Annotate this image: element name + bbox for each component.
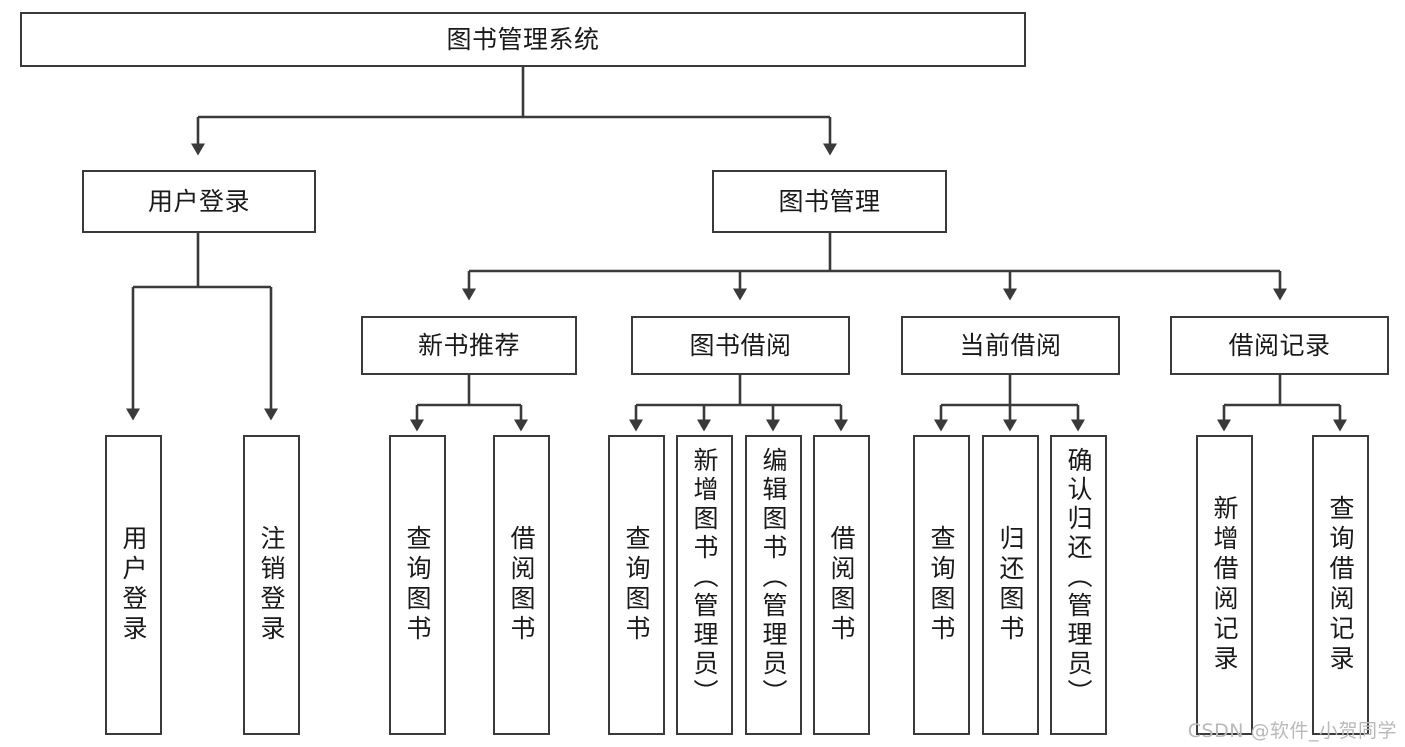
leaf-query-book-3-label: 查询图书: [927, 525, 956, 645]
node-borrow-record[interactable]: 借阅记录: [1170, 316, 1389, 375]
leaf-logout-login[interactable]: 注销登录: [243, 435, 300, 735]
leaf-return-book-label: 归还图书: [996, 525, 1025, 645]
node-new-book-rec[interactable]: 新书推荐: [361, 316, 577, 375]
node-user-login[interactable]: 用户登录: [82, 170, 316, 233]
node-book-borrow-label: 图书借阅: [689, 330, 792, 360]
node-root-label: 图书管理系统: [446, 24, 600, 54]
leaf-edit-book[interactable]: 编辑图书（管理员）: [745, 435, 802, 735]
leaf-return-book[interactable]: 归还图书: [982, 435, 1039, 735]
csdn-watermark: CSDN @软件_小贺同学: [1187, 720, 1397, 742]
leaf-confirm-return[interactable]: 确认归还（管理员）: [1050, 435, 1107, 735]
leaf-logout-login-label: 注销登录: [257, 525, 286, 645]
leaf-query-book-1-label: 查询图书: [403, 525, 432, 645]
node-current-borrow[interactable]: 当前借阅: [901, 316, 1120, 375]
leaf-borrow-book-1-label: 借阅图书: [507, 525, 536, 645]
node-current-borrow-label: 当前借阅: [959, 330, 1062, 360]
node-user-login-label: 用户登录: [147, 186, 250, 216]
leaf-add-record-label: 新增借阅记录: [1210, 495, 1239, 675]
leaf-add-book-label: 新增图书（管理员）: [690, 447, 719, 708]
leaf-borrow-book-2-label: 借阅图书: [827, 525, 856, 645]
node-borrow-record-label: 借阅记录: [1228, 330, 1331, 360]
node-book-borrow[interactable]: 图书借阅: [631, 316, 850, 375]
node-book-manage[interactable]: 图书管理: [712, 170, 947, 233]
node-new-book-rec-label: 新书推荐: [417, 330, 520, 360]
leaf-add-book[interactable]: 新增图书（管理员）: [676, 435, 733, 735]
leaf-confirm-return-label: 确认归还（管理员）: [1064, 447, 1093, 708]
leaf-query-record[interactable]: 查询借阅记录: [1312, 435, 1369, 735]
leaf-query-record-label: 查询借阅记录: [1326, 495, 1355, 675]
leaf-borrow-book-2[interactable]: 借阅图书: [813, 435, 870, 735]
leaf-user-login[interactable]: 用户登录: [105, 435, 162, 735]
leaf-add-record[interactable]: 新增借阅记录: [1196, 435, 1253, 735]
leaf-query-book-2[interactable]: 查询图书: [608, 435, 665, 735]
leaf-user-login-label: 用户登录: [119, 525, 148, 645]
node-root[interactable]: 图书管理系统: [20, 12, 1026, 67]
node-book-manage-label: 图书管理: [778, 186, 881, 216]
leaf-query-book-2-label: 查询图书: [622, 525, 651, 645]
leaf-query-book-1[interactable]: 查询图书: [389, 435, 446, 735]
leaf-query-book-3[interactable]: 查询图书: [913, 435, 970, 735]
leaf-borrow-book-1[interactable]: 借阅图书: [493, 435, 550, 735]
leaf-edit-book-label: 编辑图书（管理员）: [759, 447, 788, 708]
